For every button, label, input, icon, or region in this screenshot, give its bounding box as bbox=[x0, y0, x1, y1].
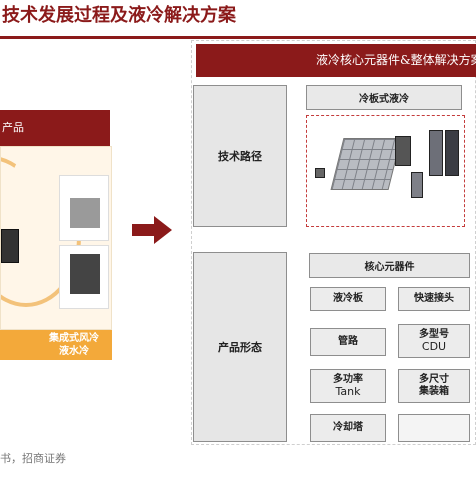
left-product-panel bbox=[0, 146, 112, 330]
component-cell-cooling-tower: 冷却塔 bbox=[310, 414, 386, 442]
component-cell-cdu: 多型号 CDU bbox=[398, 324, 470, 358]
rack-image bbox=[429, 130, 443, 176]
component-label: 液冷板 bbox=[333, 293, 363, 304]
title-divider bbox=[0, 36, 476, 39]
server-device-image bbox=[1, 229, 19, 263]
product-card-image bbox=[59, 245, 109, 309]
component-label: 冷却塔 bbox=[333, 422, 363, 433]
device-image bbox=[70, 254, 100, 294]
product-card-image bbox=[59, 175, 109, 241]
component-label: 快速接头 bbox=[414, 293, 454, 304]
left-bottom-label-line1: 集成式风冷 bbox=[49, 333, 99, 344]
rack-image bbox=[395, 136, 411, 166]
source-note: 书，招商证券 bbox=[0, 452, 66, 465]
component-label: 管路 bbox=[338, 336, 358, 347]
product-form-label: 产品形态 bbox=[193, 252, 287, 442]
component-label: 多型号 bbox=[419, 329, 449, 340]
component-cell-blank bbox=[398, 414, 470, 442]
left-bottom-strip: 集成式风冷 液水冷 bbox=[0, 330, 112, 360]
component-cell-quick-connector: 快速接头 bbox=[398, 287, 470, 311]
component-image bbox=[315, 168, 325, 178]
cold-plate-header: 冷板式液冷 bbox=[306, 85, 462, 110]
component-cell-container: 多尺寸 集装箱 bbox=[398, 369, 470, 403]
cold-plate-server-image bbox=[330, 138, 402, 190]
component-label-sub: CDU bbox=[421, 340, 447, 353]
page-title: 技术发展过程及液冷解决方案 bbox=[2, 5, 236, 26]
left-banner: 产品 bbox=[0, 110, 110, 146]
component-label: 多功率 bbox=[333, 374, 363, 385]
component-label: 多尺寸 bbox=[419, 374, 449, 385]
tech-route-label: 技术路径 bbox=[193, 85, 287, 227]
core-components-header: 核心元器件 bbox=[309, 253, 470, 278]
component-label-sub: 集装箱 bbox=[419, 386, 449, 397]
component-cell-tank: 多功率 Tank bbox=[310, 369, 386, 403]
solution-banner: 液冷核心元器件&整体解决方案 bbox=[196, 44, 476, 77]
component-cell-piping: 管路 bbox=[310, 328, 386, 356]
component-label-sub: Tank bbox=[335, 385, 361, 398]
left-bottom-label-line2: 液水冷 bbox=[59, 346, 89, 357]
device-image bbox=[70, 198, 100, 228]
cold-plate-image-frame bbox=[306, 115, 465, 227]
rack-image bbox=[445, 130, 459, 176]
right-arrow-icon bbox=[132, 216, 172, 244]
left-bottom-label: 集成式风冷 液水冷 bbox=[46, 332, 102, 358]
component-cell-cold-plate: 液冷板 bbox=[310, 287, 386, 311]
rack-image bbox=[411, 172, 423, 198]
